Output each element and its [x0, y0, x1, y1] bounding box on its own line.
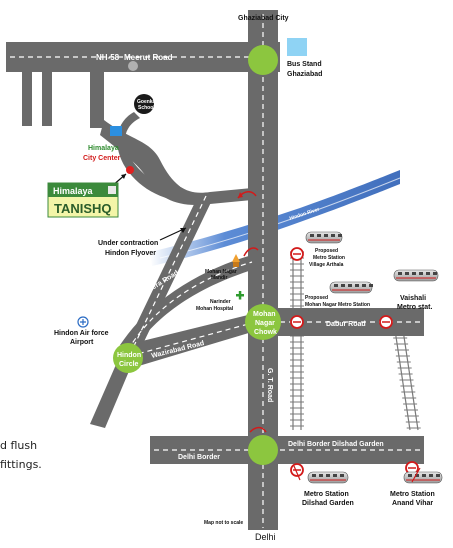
label-arthala-3: Village Arthala: [309, 262, 344, 268]
logo-himalaya: Himalaya: [53, 186, 94, 196]
delhi-border-junction: [248, 435, 278, 465]
cut-text-2: fittings.: [0, 458, 42, 471]
label-gt-road: G. T. Road: [266, 368, 273, 402]
himalaya-tanishq-logo: [47, 182, 119, 218]
label-hindon-circle-1: Hindon: [117, 352, 141, 359]
label-mn-metro-2: Mohan Nagar Metro Station: [305, 302, 370, 308]
label-flyover-1: Under contraction: [98, 240, 158, 247]
label-vaishali-2: Metro stat.: [397, 304, 432, 311]
label-vaishali-1: Vaishali: [400, 295, 426, 302]
label-chowk-1: Mohan: [253, 311, 276, 318]
location-pin-icon: [126, 166, 134, 174]
temple-icon: [232, 254, 240, 262]
label-bus-stand-1: Bus Stand: [287, 61, 322, 68]
label-dilshad-road: Delhi Border Dilshad Garden: [288, 441, 384, 448]
metro-train-icon: [307, 471, 349, 484]
metro-train-icon: [393, 269, 439, 282]
label-goenka-1: Goenka: [137, 99, 156, 105]
label-airport-1: Hindon Air force: [54, 330, 109, 337]
cut-text-1: d flush: [0, 439, 37, 452]
wazirabad-road: [130, 314, 252, 368]
label-hospital-1: Narinder: [210, 299, 231, 305]
metro-station-icon: [290, 315, 304, 329]
metro-train-icon: [329, 281, 373, 294]
label-mandir-1: Mohan Nagar: [205, 269, 237, 275]
label-mn-metro-1: Proposed: [305, 295, 328, 301]
metro-train-icon: [305, 231, 343, 244]
label-dilshad-stn-2: Dilshad Garden: [302, 500, 354, 507]
railway-lines: [290, 250, 421, 431]
hospital-cross-icon: [236, 291, 244, 300]
label-chowk-3: Chowk: [254, 329, 277, 336]
metro-station-icon: [290, 247, 304, 261]
mohan-nagar-chowk-junction: [245, 304, 281, 340]
airport-icon: [77, 316, 89, 328]
label-nh58-lane: NH-58 6 Lane New Highway: [180, 183, 246, 189]
label-chowk-2: Nagar: [255, 320, 275, 327]
meerut-road: [6, 42, 280, 72]
label-anand-stn-1: Metro Station: [390, 491, 435, 498]
label-flyover-2: Hindon Flyover: [105, 250, 156, 257]
delhi-border-road: [150, 436, 424, 464]
hindon-circle-junction: [113, 343, 143, 373]
label-bus-stand-2: Ghaziabad: [287, 71, 322, 78]
label-meerut-road: Meerut Road: [124, 53, 173, 62]
label-arthala-2: Metro Station: [313, 255, 345, 261]
label-airport-2: Airport: [70, 339, 94, 346]
metro-station-icon: [379, 315, 393, 329]
bus-stand-icon: [287, 38, 307, 56]
label-delhi: Delhi: [255, 532, 276, 542]
label-dilshad-stn-1: Metro Station: [304, 491, 349, 498]
karhera-road: [120, 255, 252, 350]
label-himalaya-city-2: City Center: [83, 155, 121, 162]
label-hospital-2: Mohan Hospital: [196, 306, 234, 312]
label-anand-stn-2: Anand Vihar: [392, 500, 433, 507]
label-mandir-2: Mandir: [211, 275, 227, 281]
label-ghaziabad-city: Ghaziabad City: [238, 15, 289, 22]
school-icon: [134, 94, 154, 114]
label-scale-note: Map not to scale: [204, 520, 243, 526]
label-hindon-circle-2: Circle: [119, 361, 139, 368]
label-nh58: NH-58: [96, 53, 120, 62]
label-delhi-border-road: Delhi Border: [178, 454, 220, 461]
label-goenka-2: School: [138, 105, 155, 111]
logo-tanishq: TANISHQ: [54, 201, 112, 216]
metro-train-icon: [403, 471, 443, 484]
label-himalaya-city-1: Himalaya: [88, 145, 119, 152]
label-arthala-1: Proposed: [315, 248, 338, 254]
city-center-icon: [110, 126, 122, 136]
label-dabur-road: Dabur Road: [326, 321, 366, 328]
ghaziabad-junction: [248, 45, 278, 75]
junctions: [113, 45, 281, 465]
